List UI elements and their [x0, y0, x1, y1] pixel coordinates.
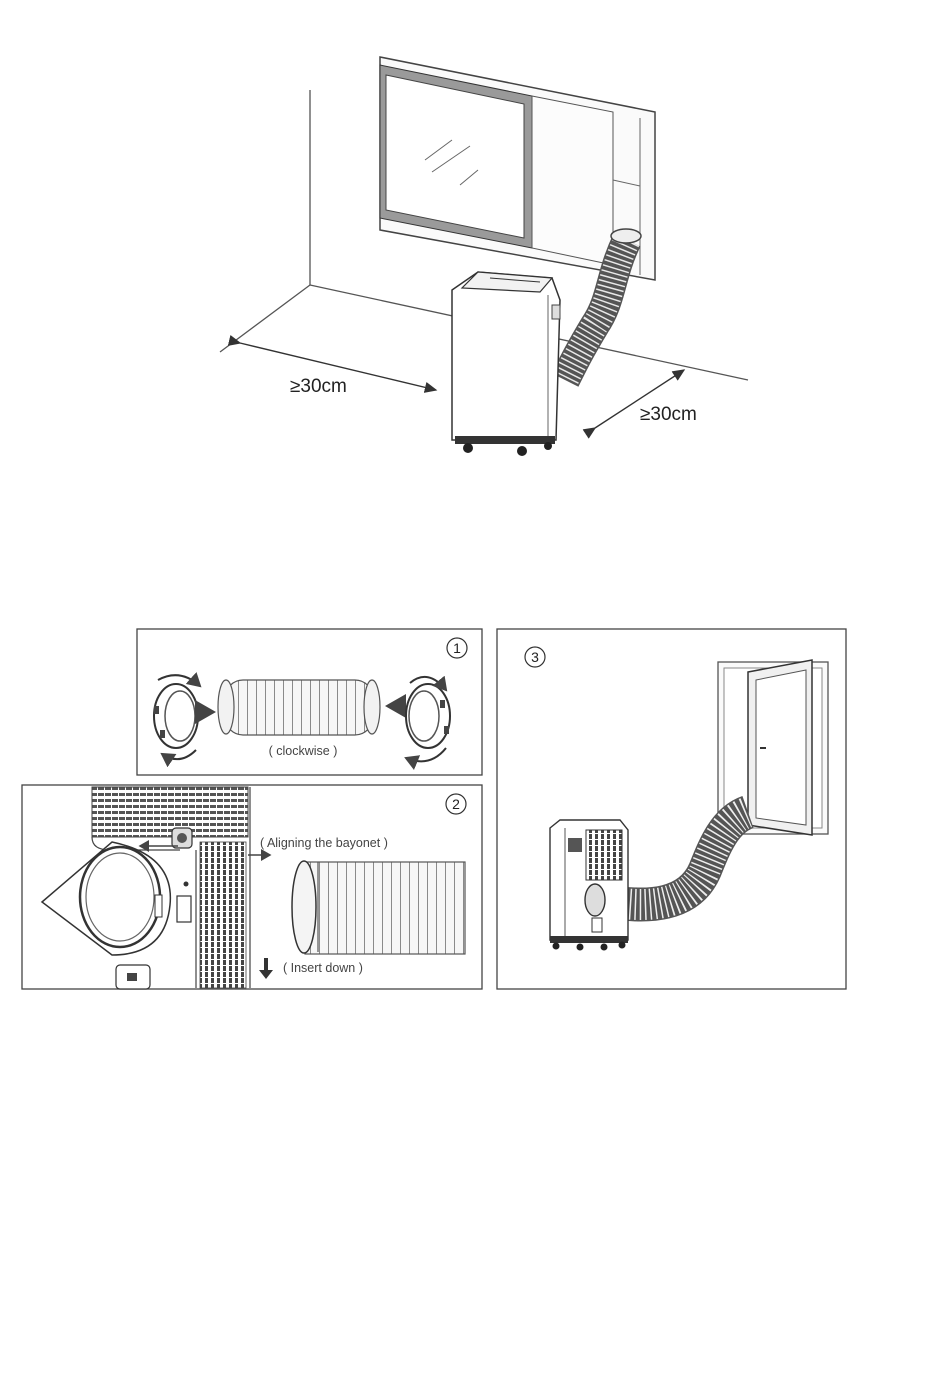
- hose-segment: [218, 680, 380, 735]
- floor-edge-left: [220, 285, 310, 352]
- room-scene: ≥30cm ≥30cm: [220, 57, 748, 456]
- window-hose-adapter: [611, 229, 641, 243]
- screw-hole: [184, 882, 189, 887]
- step-3-panel: 3: [497, 629, 846, 989]
- bayonet-connector: [172, 828, 192, 848]
- step-1-caption: ( clockwise ): [269, 744, 338, 758]
- portable-ac-unit: [452, 272, 560, 456]
- caster-wheel: [517, 446, 527, 456]
- step-2-panel: 2 (: [22, 785, 482, 989]
- right-hose-ring: [406, 684, 450, 748]
- hook-bracket: [177, 896, 191, 922]
- step-3-number: 3: [531, 649, 539, 665]
- portable-ac-unit-rear: [550, 820, 628, 951]
- unit-base: [455, 436, 555, 444]
- step-1-number: 1: [453, 640, 461, 656]
- hose-with-connector: [292, 861, 465, 954]
- left-hose-ring: [154, 684, 198, 748]
- caster-wheel: [463, 443, 473, 453]
- step-2-caption-top: ( Aligning the bayonet ): [260, 836, 388, 850]
- back-clearance-label: ≥30cm: [640, 404, 697, 425]
- step-1-panel: 1 ( clockwise ): [137, 629, 482, 775]
- handle-recess: [568, 838, 582, 852]
- left-clearance-label: ≥30cm: [290, 376, 347, 397]
- step-2-number: 2: [452, 796, 460, 812]
- caster-wheel: [544, 442, 552, 450]
- step-2-caption-bottom: ( Insert down ): [283, 961, 363, 975]
